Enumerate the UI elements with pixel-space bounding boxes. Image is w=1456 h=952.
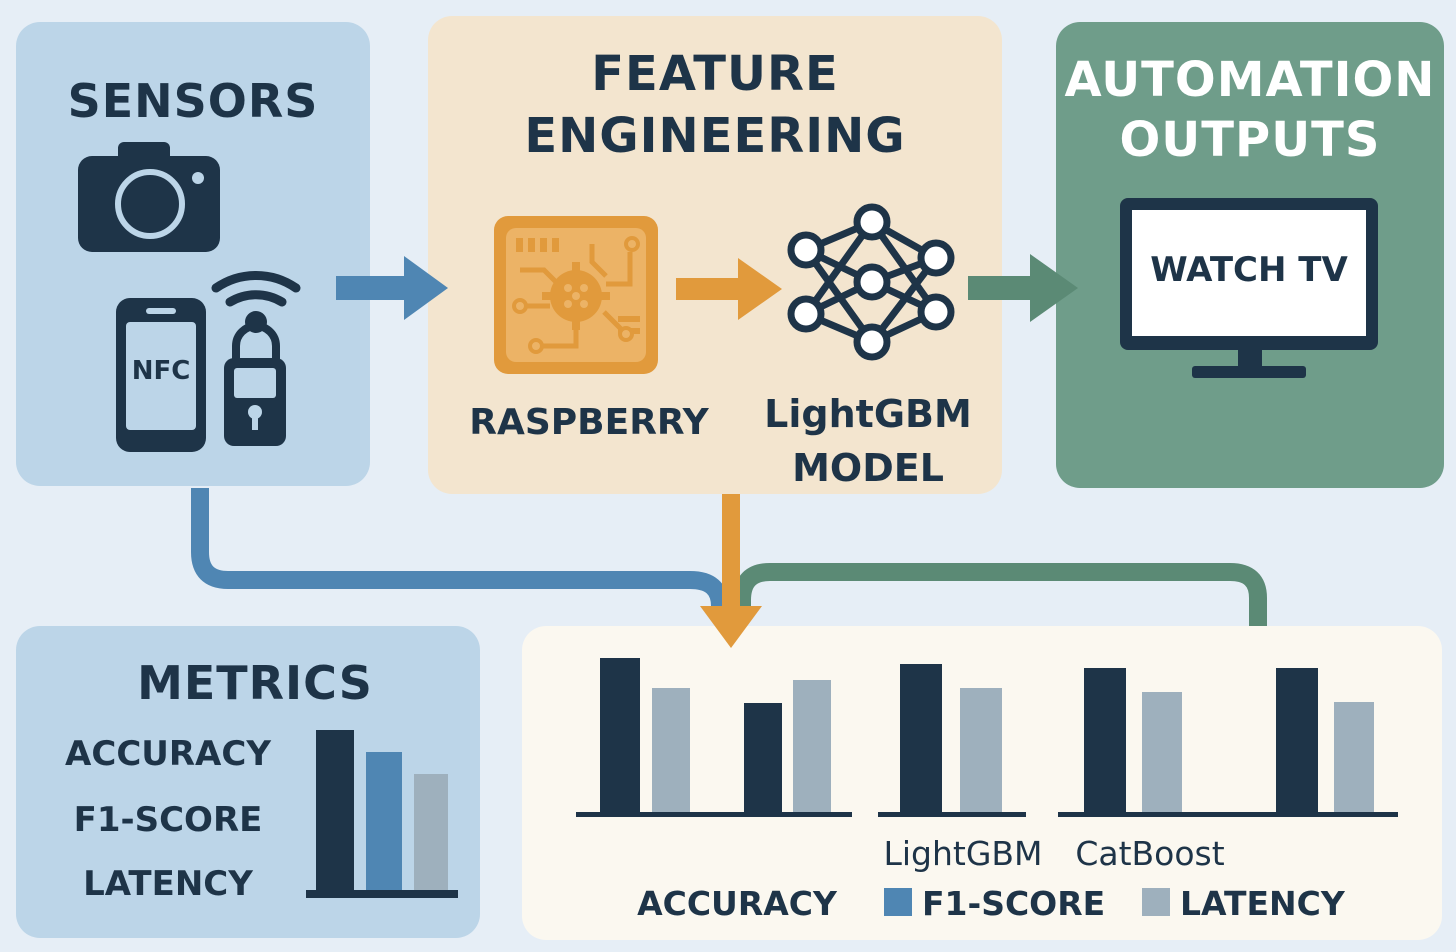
feature-to-chart-arrowhead <box>700 606 762 648</box>
sensors-title: SENSORS <box>67 74 319 128</box>
feature-title-line2: ENGINEERING <box>524 108 906 164</box>
metrics-item-accuracy: ACCURACY <box>65 734 271 774</box>
feature-title-line1: FEATURE <box>591 46 839 102</box>
metrics-chart-baseline <box>306 890 458 898</box>
lock-icon <box>224 322 286 446</box>
model-label-catboost: CatBoost <box>1075 834 1225 873</box>
phone-icon <box>116 298 206 452</box>
raspberry-label: RASPBERRY <box>469 402 709 443</box>
camera-icon <box>78 142 220 252</box>
chart-baseline <box>878 812 1026 817</box>
bar <box>793 680 831 812</box>
bar <box>900 664 942 812</box>
sensors-to-feature-arrow <box>336 256 448 320</box>
metrics-panel: METRICS <box>16 626 480 938</box>
bar <box>1276 668 1318 812</box>
metrics-item-f1-score: F1-SCORE <box>73 800 263 840</box>
bar <box>1084 668 1126 812</box>
bar <box>1142 692 1182 812</box>
legend-label-f1-score: F1-SCORE <box>922 884 1106 923</box>
automation-title-line2: OUTPUTS <box>1119 112 1381 168</box>
raspberry-chip-icon <box>494 216 658 374</box>
comparison-chart <box>576 658 1398 916</box>
sensors-to-chart-connector <box>191 488 729 607</box>
model-label-line1: LightGBM <box>764 392 972 436</box>
tv-icon <box>1120 198 1378 378</box>
model-label-lightgbm: LightGBM <box>883 834 1043 873</box>
legend-label-latency: LATENCY <box>1180 884 1345 923</box>
metrics-bar-latency <box>414 774 448 892</box>
bar <box>652 688 690 812</box>
metrics-bar-accuracy <box>316 730 354 892</box>
raspberry-to-model-arrow <box>676 258 782 320</box>
chart-baseline <box>1058 812 1398 817</box>
metrics-bar-f1-score <box>366 752 402 892</box>
legend-swatch-f1-score <box>884 888 912 916</box>
automation-title-line1: AUTOMATION <box>1064 52 1436 108</box>
neural-network-icon <box>787 203 955 361</box>
bar <box>600 658 640 812</box>
legend-swatch-latency <box>1142 888 1170 916</box>
feature-to-chart-connector <box>722 494 740 610</box>
model-label-line2: MODEL <box>792 446 944 490</box>
chart-baseline <box>576 812 852 817</box>
metrics-item-latency: LATENCY <box>83 864 253 904</box>
tv-label: WATCH TV <box>1150 250 1348 290</box>
bar <box>1334 702 1374 812</box>
bar <box>744 703 782 812</box>
bar <box>960 688 1002 812</box>
metrics-mini-chart <box>306 730 458 898</box>
nfc-label: NFC <box>131 356 191 386</box>
metrics-title: METRICS <box>137 656 373 710</box>
feature-to-automation-arrow <box>968 254 1078 322</box>
automation-to-chart-connector <box>733 563 1267 626</box>
legend-label-accuracy: ACCURACY <box>637 884 837 923</box>
